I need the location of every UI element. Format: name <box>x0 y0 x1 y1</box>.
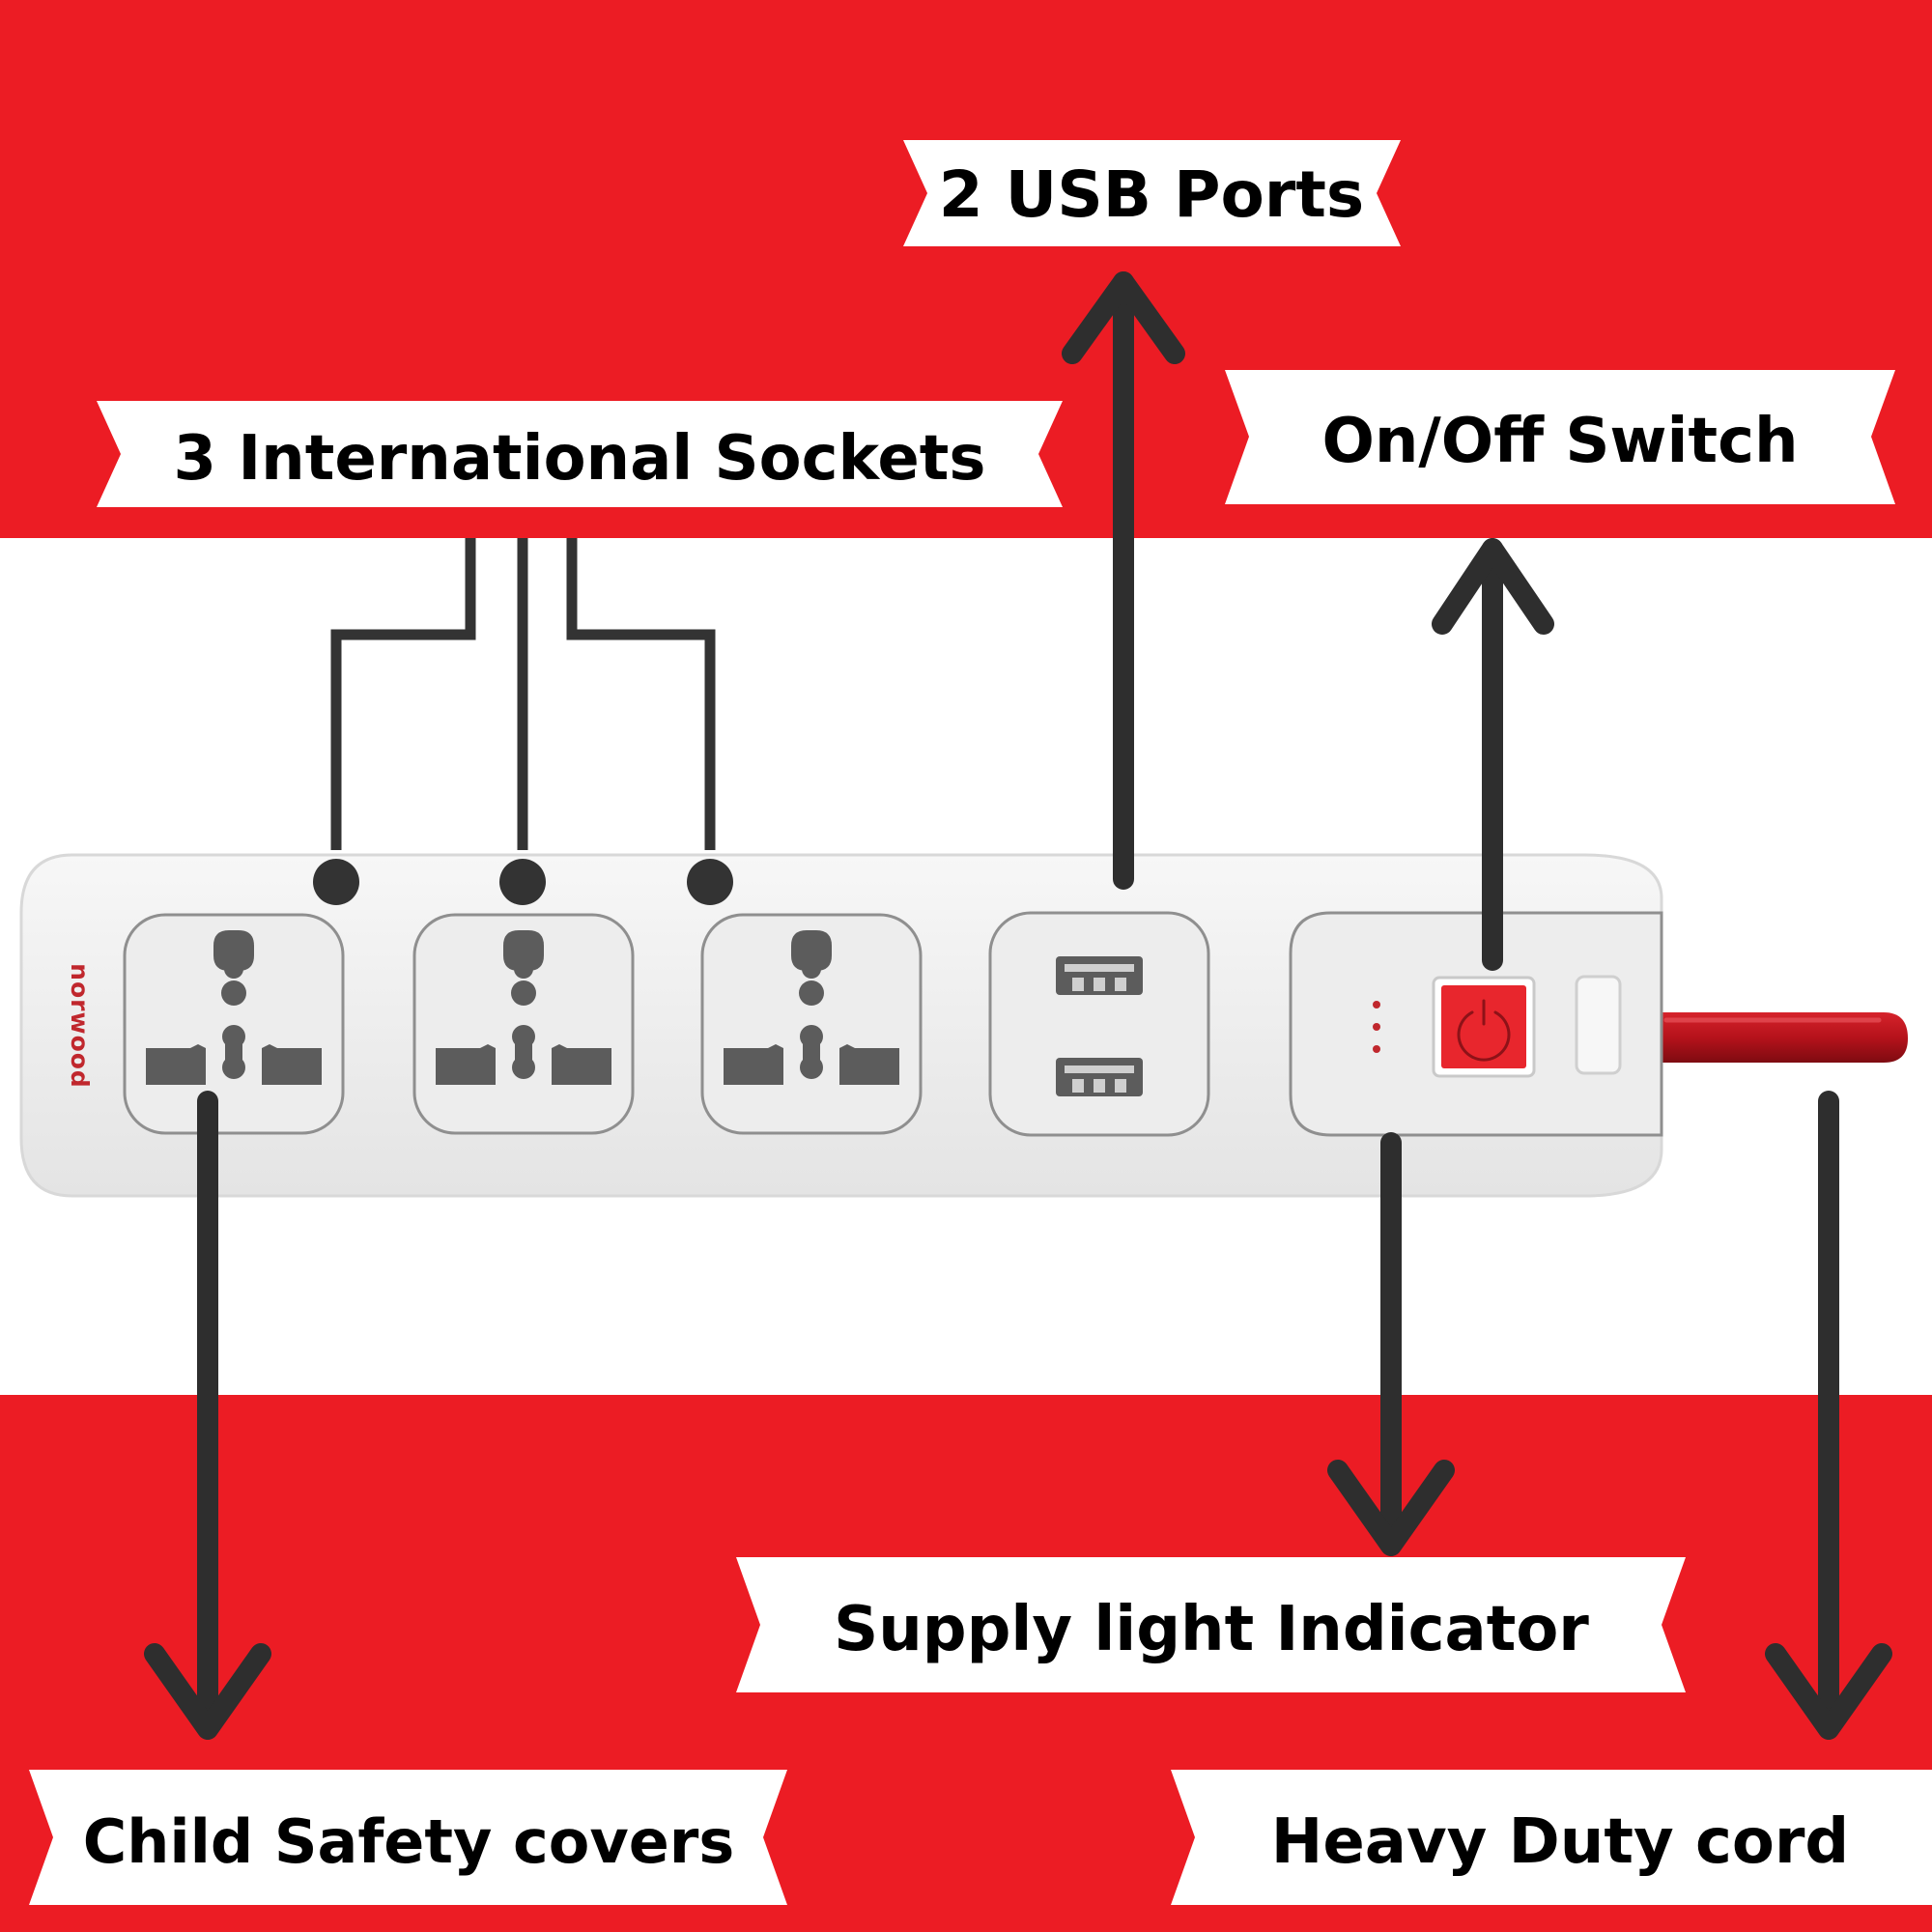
usb-port-icon <box>1056 956 1143 995</box>
heavy-duty-cord-arrow-icon <box>1765 1091 1892 1740</box>
usb-ports-label: 2 USB Ports <box>939 157 1364 232</box>
universal-socket-icon <box>700 913 923 1135</box>
heavy-duty-cord-callout: Heavy Duty cord <box>1171 1770 1932 1905</box>
socket-pointer-dots <box>313 859 733 905</box>
supply-indicator-lights <box>1373 1001 1380 1053</box>
extension-board: norwood <box>19 853 1663 1198</box>
brand-logo: norwood <box>66 963 94 1089</box>
heavy-duty-cord <box>1657 1012 1908 1063</box>
universal-socket-icon <box>412 913 635 1135</box>
on-off-switch-callout: On/Off Switch <box>1225 370 1895 504</box>
international-sockets-callout: 3 International Sockets <box>97 401 1063 507</box>
child-safety-covers-label: Child Safety covers <box>83 1806 735 1877</box>
supply-light-indicator-label: Supply light Indicator <box>834 1594 1589 1665</box>
international-sockets-label: 3 International Sockets <box>174 423 986 495</box>
supply-indicator-arrow-icon <box>1327 1132 1455 1556</box>
power-symbol-icon <box>1457 999 1511 1062</box>
power-switch[interactable] <box>1432 976 1536 1078</box>
switch-module <box>1289 911 1663 1137</box>
universal-socket-icon <box>123 913 345 1135</box>
sockets-connector-lines <box>330 538 716 850</box>
heavy-duty-cord-label: Heavy Duty cord <box>1271 1806 1849 1878</box>
usb-module <box>988 911 1210 1137</box>
usb-ports-arrow-icon <box>1062 271 1185 890</box>
child-safety-covers-callout: Child Safety covers <box>29 1770 787 1905</box>
child-safety-arrow-icon <box>144 1091 271 1740</box>
on-off-switch-label: On/Off Switch <box>1321 406 1798 477</box>
supply-light-indicator-callout: Supply light Indicator <box>736 1557 1686 1692</box>
usb-port-icon <box>1056 1058 1143 1096</box>
switch-side-button <box>1575 975 1622 1075</box>
on-off-switch-arrow-icon <box>1432 538 1554 971</box>
usb-ports-callout: 2 USB Ports <box>903 140 1401 246</box>
